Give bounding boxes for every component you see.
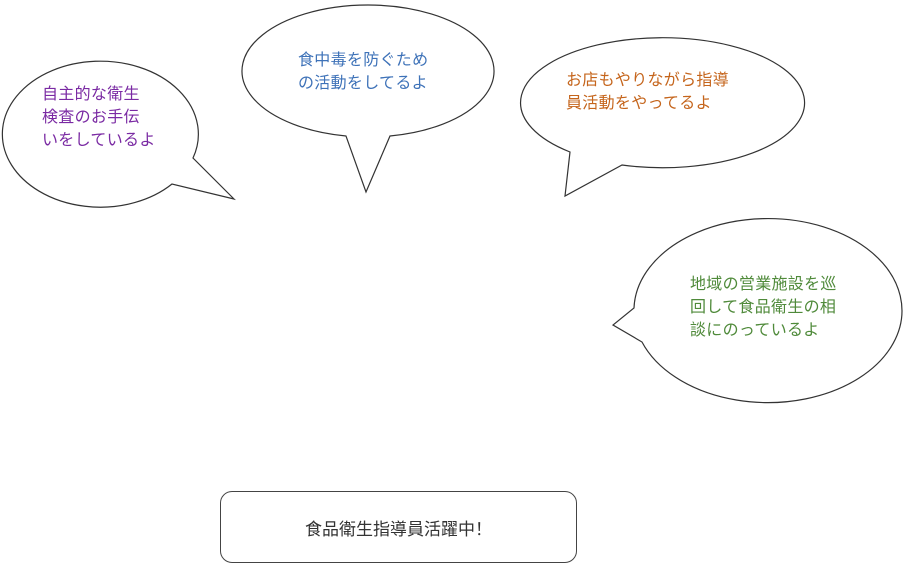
speech-bubble-2	[241, 4, 495, 194]
bubble-3-text: お店もやりながら指導 員活動をやってるよ	[566, 70, 730, 112]
bubble-1-text: 自主的な衛生 検査のお手伝 いをしているよ	[42, 84, 156, 149]
bubble-2-text: 食中毒を防ぐため の活動をしてるよ	[298, 50, 429, 92]
bubble-4-text: 地域の営業施設を巡 回して食品衛生の相 談にのっているよ	[690, 274, 837, 339]
speech-bubble-3	[520, 37, 806, 198]
title-text: 食品衛生指導員活躍中！	[305, 519, 492, 540]
title-box: 食品衛生指導員活躍中！	[220, 491, 577, 563]
speech-bubble-4	[611, 218, 903, 404]
speech-bubble-1	[1, 60, 236, 208]
